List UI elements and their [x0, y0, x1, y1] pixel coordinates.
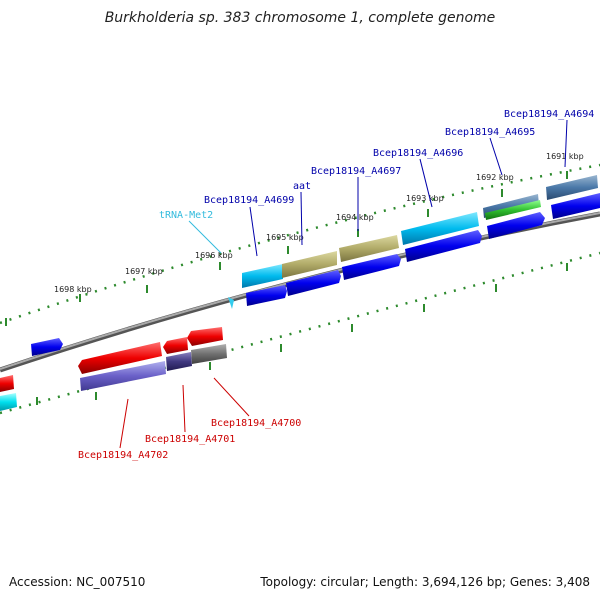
- inner-major-ticks: [36, 263, 568, 405]
- gene-a4695-green-feature[interactable]: [485, 200, 541, 220]
- reverse-strand-upper: [0, 327, 223, 392]
- inner-scale-track: [0, 251, 600, 415]
- scale-label-1697: 1697 kbp: [125, 267, 163, 276]
- scale-label-1693: 1693 kbp: [406, 194, 444, 203]
- outer-major-ticks: [5, 171, 568, 326]
- label-a4701: Bcep18194_A4701: [145, 434, 235, 445]
- cds-cyan-left[interactable]: [0, 393, 17, 411]
- gene-a4700-lower-feature[interactable]: [191, 344, 227, 364]
- cds-feature[interactable]: [286, 270, 341, 296]
- reverse-strand-lower: [0, 344, 227, 411]
- gene-labels: Bcep18194_A4694 Bcep18194_A4695 Bcep1819…: [78, 109, 594, 461]
- cds-feature[interactable]: [405, 230, 482, 262]
- gene-aat-feature[interactable]: [282, 251, 337, 278]
- map-title: Burkholderia sp. 383 chromosome 1, compl…: [104, 10, 496, 26]
- trna-met2-feature[interactable]: [228, 297, 234, 309]
- gene-a4702-feature[interactable]: [78, 342, 162, 374]
- gene-a4699-feature[interactable]: [242, 264, 283, 288]
- scale-label-1691: 1691 kbp: [546, 152, 584, 161]
- genome-stats-text: Topology: circular; Length: 3,694,126 bp…: [260, 575, 590, 589]
- cds-feature[interactable]: [487, 212, 545, 239]
- cds-feature[interactable]: [246, 285, 287, 306]
- label-a4702: Bcep18194_A4702: [78, 450, 168, 461]
- cds-reverse-left[interactable]: [0, 375, 14, 392]
- gene-a4696-feature[interactable]: [401, 212, 479, 245]
- label-leaders: [119, 119, 568, 449]
- scale-label-1692: 1692 kbp: [476, 173, 514, 182]
- label-a4696: Bcep18194_A4696: [373, 148, 463, 159]
- label-a4700: Bcep18194_A4700: [211, 418, 301, 429]
- gene-a4701-feature[interactable]: [163, 337, 188, 354]
- scale-label-1695: 1695 kbp: [266, 233, 304, 242]
- forward-strand-lower: [31, 193, 600, 356]
- label-a4699: Bcep18194_A4699: [204, 195, 294, 206]
- accession-text: Accession: NC_007510: [9, 575, 146, 589]
- label-a4694: Bcep18194_A4694: [504, 109, 594, 120]
- label-a4695: Bcep18194_A4695: [445, 127, 535, 138]
- gene-a4701-lower-feature[interactable]: [166, 352, 192, 371]
- scale-labels: 1698 kbp 1697 kbp 1696 kbp 1695 kbp 1694…: [54, 152, 584, 294]
- gene-a4702-lower-feature[interactable]: [80, 361, 166, 391]
- scale-label-1696: 1696 kbp: [195, 251, 233, 260]
- label-trna-met2: tRNA-Met2: [159, 210, 213, 221]
- label-aat: aat: [293, 181, 311, 192]
- scale-label-1698: 1698 kbp: [54, 285, 92, 294]
- gene-a4697-feature[interactable]: [339, 235, 399, 262]
- scale-label-1694: 1694 kbp: [336, 213, 374, 222]
- gene-a4694-feature[interactable]: [546, 175, 598, 200]
- gene-a4700-feature[interactable]: [187, 327, 223, 346]
- cds-feature[interactable]: [342, 254, 401, 280]
- cds-feature[interactable]: [31, 338, 63, 356]
- cds-feature[interactable]: [551, 193, 600, 219]
- forward-strand-upper: [242, 175, 598, 288]
- label-a4697: Bcep18194_A4697: [311, 166, 401, 177]
